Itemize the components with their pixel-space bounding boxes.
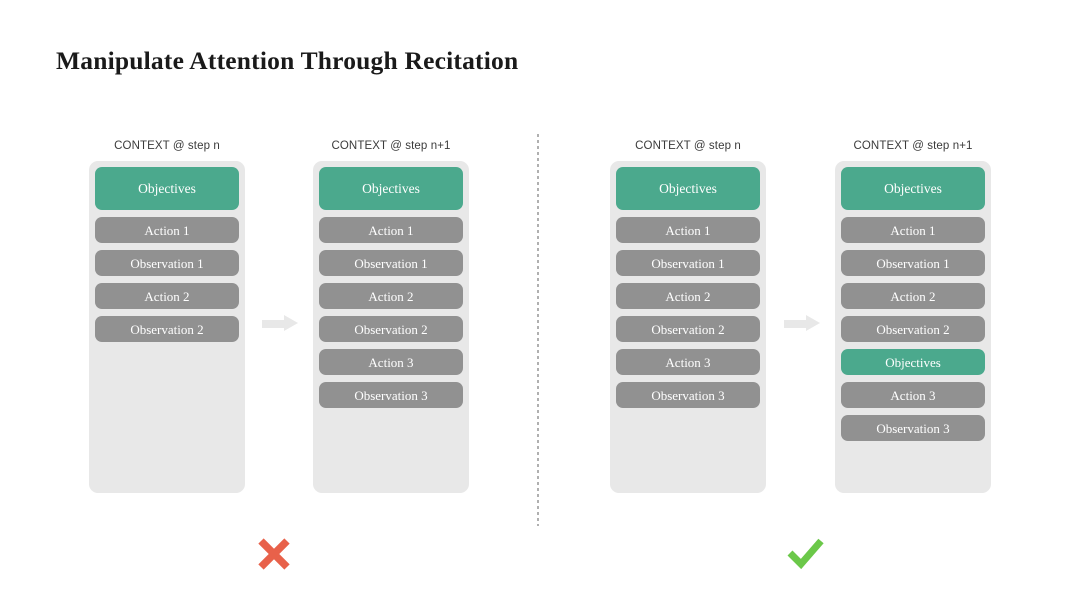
page-title: Manipulate Attention Through Recitation bbox=[56, 46, 519, 75]
context-block-objectives[interactable]: Objectives bbox=[319, 167, 463, 210]
column-header: CONTEXT @ step n+1 bbox=[853, 140, 973, 152]
context-block-action-1[interactable]: Action 1 bbox=[616, 217, 760, 243]
context-panel: Objectives Action 1 Observation 1 Action… bbox=[313, 161, 469, 493]
column-header: CONTEXT @ step n+1 bbox=[331, 140, 451, 152]
context-panel: Objectives Action 1 Observation 1 Action… bbox=[835, 161, 991, 493]
check-mark-icon bbox=[783, 530, 827, 574]
context-block-observation-3[interactable]: Observation 3 bbox=[319, 382, 463, 408]
context-block-objectives-recited[interactable]: Objectives bbox=[841, 349, 985, 375]
context-panel: Objectives Action 1 Observation 1 Action… bbox=[89, 161, 245, 493]
context-block-observation-1[interactable]: Observation 1 bbox=[95, 250, 239, 276]
context-block-observation-3[interactable]: Observation 3 bbox=[616, 382, 760, 408]
arrow-right-icon bbox=[784, 315, 820, 331]
context-block-action-3[interactable]: Action 3 bbox=[319, 349, 463, 375]
context-panel: Objectives Action 1 Observation 1 Action… bbox=[610, 161, 766, 493]
context-block-observation-3[interactable]: Observation 3 bbox=[841, 415, 985, 441]
context-block-action-1[interactable]: Action 1 bbox=[841, 217, 985, 243]
cross-mark-icon bbox=[252, 532, 296, 576]
context-block-objectives[interactable]: Objectives bbox=[616, 167, 760, 210]
context-block-observation-2[interactable]: Observation 2 bbox=[95, 316, 239, 342]
arrow-shaft bbox=[784, 319, 808, 328]
arrow-head bbox=[806, 315, 820, 331]
arrow-right-icon bbox=[262, 315, 298, 331]
arrow-shaft bbox=[262, 319, 286, 328]
context-block-objectives[interactable]: Objectives bbox=[841, 167, 985, 210]
arrow-head bbox=[284, 315, 298, 331]
context-block-observation-2[interactable]: Observation 2 bbox=[841, 316, 985, 342]
column-header: CONTEXT @ step n bbox=[635, 140, 741, 152]
center-divider bbox=[537, 134, 539, 526]
context-block-observation-1[interactable]: Observation 1 bbox=[319, 250, 463, 276]
context-block-objectives[interactable]: Objectives bbox=[95, 167, 239, 210]
context-block-action-2[interactable]: Action 2 bbox=[319, 283, 463, 309]
column-header: CONTEXT @ step n bbox=[114, 140, 220, 152]
context-block-action-1[interactable]: Action 1 bbox=[95, 217, 239, 243]
context-block-action-1[interactable]: Action 1 bbox=[319, 217, 463, 243]
context-block-observation-2[interactable]: Observation 2 bbox=[319, 316, 463, 342]
context-block-action-2[interactable]: Action 2 bbox=[841, 283, 985, 309]
context-block-observation-1[interactable]: Observation 1 bbox=[616, 250, 760, 276]
context-block-observation-2[interactable]: Observation 2 bbox=[616, 316, 760, 342]
context-block-action-2[interactable]: Action 2 bbox=[616, 283, 760, 309]
context-block-action-3[interactable]: Action 3 bbox=[841, 382, 985, 408]
context-block-action-3[interactable]: Action 3 bbox=[616, 349, 760, 375]
context-block-action-2[interactable]: Action 2 bbox=[95, 283, 239, 309]
context-block-observation-1[interactable]: Observation 1 bbox=[841, 250, 985, 276]
